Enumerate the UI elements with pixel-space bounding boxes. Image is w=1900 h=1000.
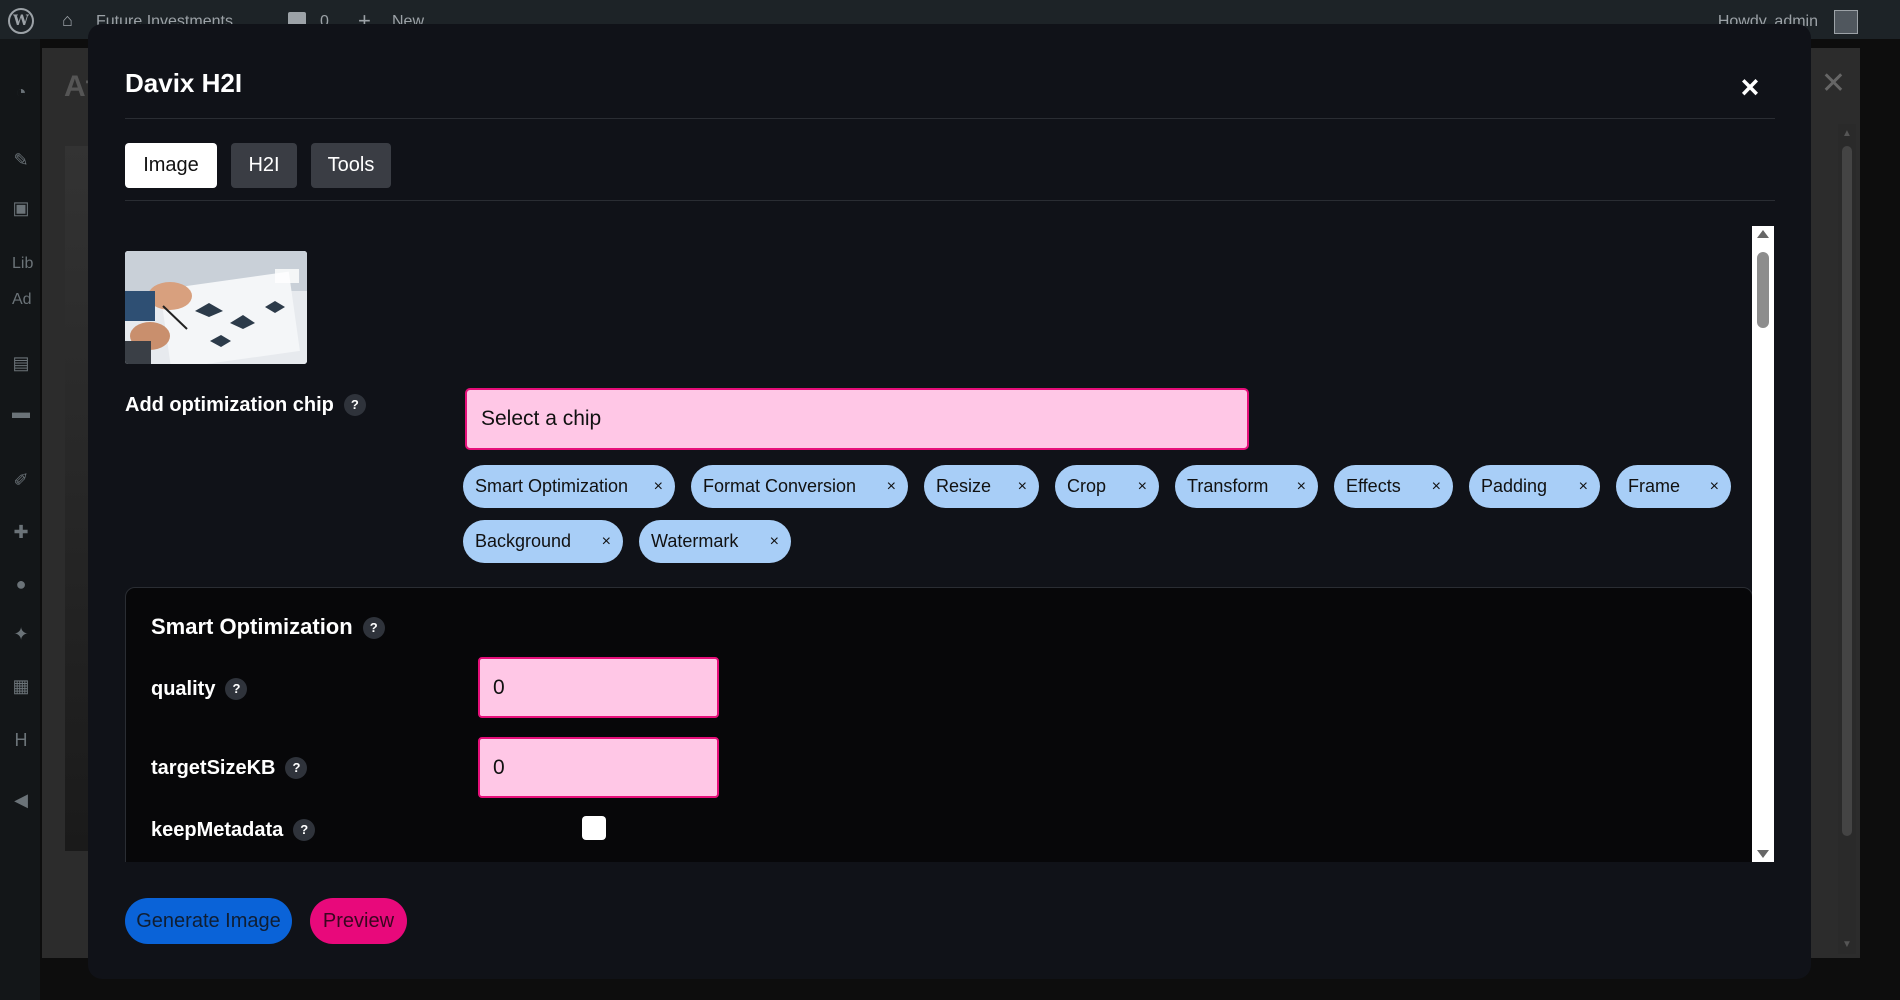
tab-tools[interactable]: Tools: [311, 143, 391, 188]
chip-remove-icon[interactable]: ×: [1137, 478, 1147, 495]
section-title: Smart Optimization?: [151, 614, 385, 640]
background-scrollbar[interactable]: ▲ ▼: [1838, 124, 1856, 954]
selected-image-thumbnail: [125, 251, 307, 364]
target-size-label: targetSizeKB?: [151, 757, 308, 780]
keep-metadata-checkbox[interactable]: [582, 816, 606, 840]
chip-remove-icon[interactable]: ×: [886, 478, 896, 495]
wordpress-logo-icon[interactable]: W: [8, 8, 34, 34]
chip-remove-icon[interactable]: ×: [1296, 478, 1306, 495]
tab-h2i[interactable]: H2I: [231, 143, 297, 188]
target-size-label-text: targetSizeKB: [151, 757, 276, 779]
add-chip-label-text: Add optimization chip: [125, 394, 334, 416]
pin-icon[interactable]: ✎: [13, 150, 29, 170]
chip-remove-icon[interactable]: ×: [1431, 478, 1441, 495]
chip-padding[interactable]: Padding ×: [1469, 465, 1600, 508]
chip-transform[interactable]: Transform ×: [1175, 465, 1318, 508]
chip-remove-icon[interactable]: ×: [601, 533, 611, 550]
chip-label: Crop: [1067, 476, 1107, 496]
help-icon[interactable]: ?: [343, 394, 366, 416]
chip-label: Background: [475, 531, 572, 551]
chip-remove-icon[interactable]: ×: [1709, 478, 1719, 495]
comments-count[interactable]: 0: [320, 13, 329, 30]
plugin-icon[interactable]: ✚: [13, 522, 29, 542]
preview-button[interactable]: Preview: [310, 898, 407, 944]
chip-select[interactable]: Select a chip: [465, 388, 1249, 450]
wrench-icon[interactable]: ✦: [13, 624, 29, 644]
image-settings-panel[interactable]: Add optimization chip? Select a chip Sma…: [125, 226, 1775, 862]
comment-bubble-icon[interactable]: ▬: [12, 402, 30, 422]
help-icon[interactable]: ?: [285, 757, 308, 779]
chip-label: Format Conversion: [703, 476, 857, 496]
help-icon[interactable]: ?: [362, 617, 385, 639]
background-scroll-down-icon[interactable]: ▼: [1842, 939, 1852, 950]
settings-icon[interactable]: ▦: [12, 676, 30, 696]
scroll-thumb[interactable]: [1757, 252, 1769, 328]
chip-remove-icon[interactable]: ×: [1017, 478, 1027, 495]
chip-label: Frame: [1628, 476, 1681, 496]
chip-label: Padding: [1481, 476, 1548, 496]
users-icon[interactable]: ●: [15, 574, 27, 594]
chip-label: Watermark: [651, 531, 739, 551]
menu-label-add[interactable]: Ad: [12, 291, 32, 308]
chip-resize[interactable]: Resize ×: [924, 465, 1039, 508]
chip-label: Smart Optimization: [475, 476, 629, 496]
scroll-down-icon[interactable]: [1757, 850, 1769, 858]
tabs-divider: [125, 200, 1775, 201]
smart-optimization-section: Smart Optimization? quality? 0 targetSiz…: [125, 587, 1753, 862]
close-icon[interactable]: ×: [1740, 69, 1760, 105]
chip-background[interactable]: Background ×: [463, 520, 623, 563]
media-icon[interactable]: ▣: [12, 198, 30, 218]
chip-effects[interactable]: Effects ×: [1334, 465, 1453, 508]
chip-label: Resize: [936, 476, 992, 496]
brush-icon[interactable]: ✐: [13, 470, 29, 490]
panel-scrollbar[interactable]: [1752, 226, 1774, 862]
chip-frame[interactable]: Frame ×: [1616, 465, 1731, 508]
tab-image[interactable]: Image: [125, 143, 217, 188]
keep-metadata-label: keepMetadata?: [151, 819, 316, 842]
generate-image-button[interactable]: Generate Image: [125, 898, 292, 944]
quality-label: quality?: [151, 678, 248, 701]
help-icon[interactable]: ?: [225, 678, 248, 700]
quality-input[interactable]: 0: [478, 657, 719, 718]
add-chip-label: Add optimization chip?: [125, 394, 366, 417]
scroll-up-icon[interactable]: [1757, 230, 1769, 238]
thumbnail-illustration: [125, 251, 307, 364]
target-size-input[interactable]: 0: [478, 737, 719, 798]
davix-h2i-modal: Davix H2I × Image H2I Tools: [88, 24, 1811, 979]
chip-crop[interactable]: Crop ×: [1055, 465, 1159, 508]
chip-remove-icon[interactable]: ×: [1578, 478, 1588, 495]
h2i-menu-icon[interactable]: H: [14, 730, 28, 750]
collapse-menu-icon[interactable]: ◀: [14, 790, 28, 810]
background-close-icon[interactable]: ✕: [1820, 67, 1846, 100]
header-divider: [125, 118, 1775, 119]
chip-label: Effects: [1346, 476, 1401, 496]
chip-label: Transform: [1187, 476, 1269, 496]
section-title-text: Smart Optimization: [151, 614, 353, 639]
avatar[interactable]: [1834, 10, 1858, 34]
chip-format-conversion[interactable]: Format Conversion ×: [691, 465, 908, 508]
chip-watermark[interactable]: Watermark ×: [639, 520, 791, 563]
home-icon[interactable]: ⌂: [62, 10, 73, 30]
keep-metadata-label-text: keepMetadata: [151, 819, 284, 841]
modal-title: Davix H2I: [125, 68, 243, 98]
chip-smart-optimization[interactable]: Smart Optimization ×: [463, 465, 675, 508]
background-scroll-up-icon[interactable]: ▲: [1842, 128, 1852, 139]
admin-menu: ◔ ✎ ▣ Lib Ad ▤ ▬ ✐ ✚ ● ✦ ▦ H ◀: [0, 39, 40, 1000]
help-icon[interactable]: ?: [293, 819, 316, 841]
chip-remove-icon[interactable]: ×: [769, 533, 779, 550]
pages-icon[interactable]: ▤: [12, 353, 30, 373]
chip-remove-icon[interactable]: ×: [653, 478, 663, 495]
quality-label-text: quality: [151, 678, 216, 700]
background-scroll-thumb[interactable]: [1842, 146, 1852, 836]
menu-label-library[interactable]: Lib: [12, 255, 34, 272]
dashboard-icon[interactable]: ◔: [15, 82, 27, 102]
